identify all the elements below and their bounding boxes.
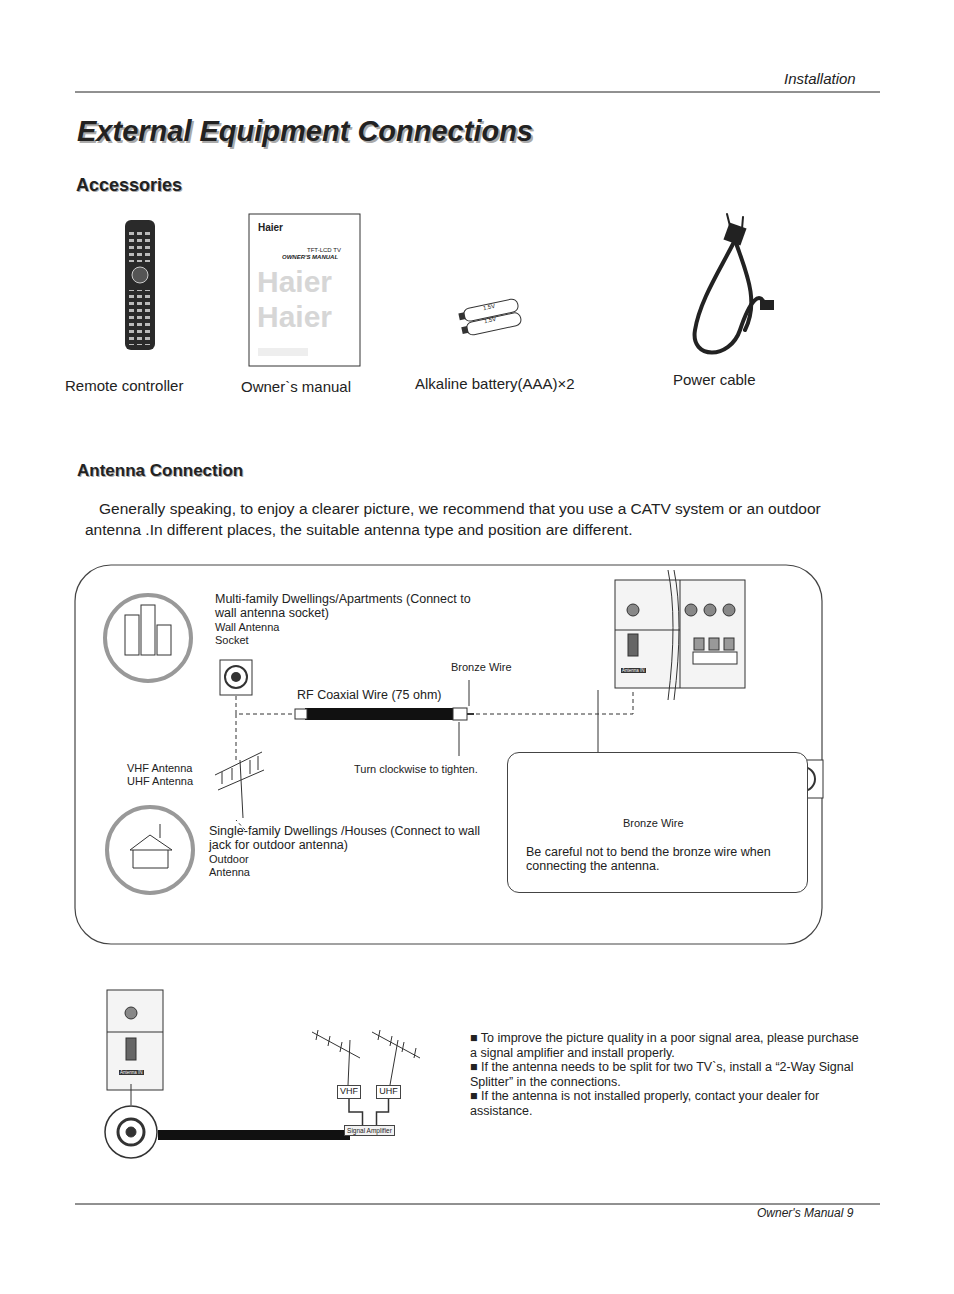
label-text: Alkaline battery(AAA)×2 <box>415 375 575 392</box>
label-text: VHF Antenna UHF Antenna <box>127 762 207 787</box>
callout-box: Bronze Wire Be careful not to bend the br… <box>507 752 808 893</box>
label-text: Generally speaking, to enjoy a clearer p… <box>85 498 875 540</box>
leader-lines <box>459 680 598 756</box>
label-text: Owner`s manual <box>241 378 351 395</box>
antenna-panel <box>75 565 822 944</box>
section-heading: Accessories <box>76 175 182 196</box>
label-text: OWNER'S MANUAL <box>282 254 338 261</box>
apartment-icon <box>105 595 191 681</box>
node-text: Bronze Wire <box>623 817 684 830</box>
label-text: Bronze Wire <box>451 661 512 674</box>
wall-socket <box>220 660 252 695</box>
vhf-uhf-antennas <box>312 1030 420 1085</box>
amplifier-box: Signal Amplifier <box>344 1125 395 1136</box>
batteries <box>458 298 522 337</box>
footer-rule <box>75 1204 880 1205</box>
label-text: Haier <box>258 222 283 234</box>
owners-manual <box>249 214 360 366</box>
note-text: ■ If the antenna needs to be split for t… <box>470 1060 860 1089</box>
label-text: Turn clockwise to tighten. <box>354 763 478 776</box>
label-text: Antenna IN <box>621 668 646 673</box>
bottom-cable <box>158 1130 350 1140</box>
label-text: Multi-family Dwellings/Apartments (Conne… <box>215 592 495 620</box>
note-text: ■ To improve the picture quality in a po… <box>470 1031 860 1060</box>
label-text: Power cable <box>673 371 756 388</box>
node-text: Signal Amplifier <box>345 1126 394 1135</box>
band-box: VHF <box>337 1085 361 1099</box>
header-rule <box>75 92 880 93</box>
label-text: Haier <box>257 265 332 300</box>
node-text: Be careful not to bend the bronze wire w… <box>526 845 801 873</box>
label-text: Installation <box>784 70 856 87</box>
note-text: ■ If the antenna is not installed proper… <box>470 1089 860 1118</box>
label-text: Wall Antenna Socket <box>215 621 295 646</box>
label-text: Remote controller <box>65 377 183 394</box>
cable-connector <box>377 1099 389 1125</box>
power-cable <box>695 214 774 353</box>
tv-back-panel <box>615 580 745 688</box>
label-text: Outdoor Antenna <box>209 853 289 878</box>
remote-controller <box>125 220 155 350</box>
label-text: Haier <box>257 300 332 335</box>
band-box: UHF <box>376 1085 401 1099</box>
label-text: Owner's Manual 9 <box>757 1207 853 1221</box>
label-text: Single-family Dwellings /Houses (Connect… <box>209 824 499 852</box>
section-heading: Antenna Connection <box>77 461 243 481</box>
label-text: Antenna IN <box>119 1070 144 1075</box>
rf-coaxial-wire <box>295 708 474 720</box>
label-text: TFT-LCD TV <box>307 247 341 254</box>
cable-connector <box>349 1099 363 1125</box>
page-title: External Equipment Connections <box>77 115 533 148</box>
house-icon <box>107 807 193 893</box>
tv-edge <box>668 570 679 700</box>
node-text: UHF <box>377 1086 400 1098</box>
node-text: VHF <box>338 1086 360 1098</box>
label-text: RF Coaxial Wire (75 ohm) <box>297 688 441 702</box>
outdoor-antenna <box>215 752 264 830</box>
bottom-tv-panel <box>105 990 163 1158</box>
